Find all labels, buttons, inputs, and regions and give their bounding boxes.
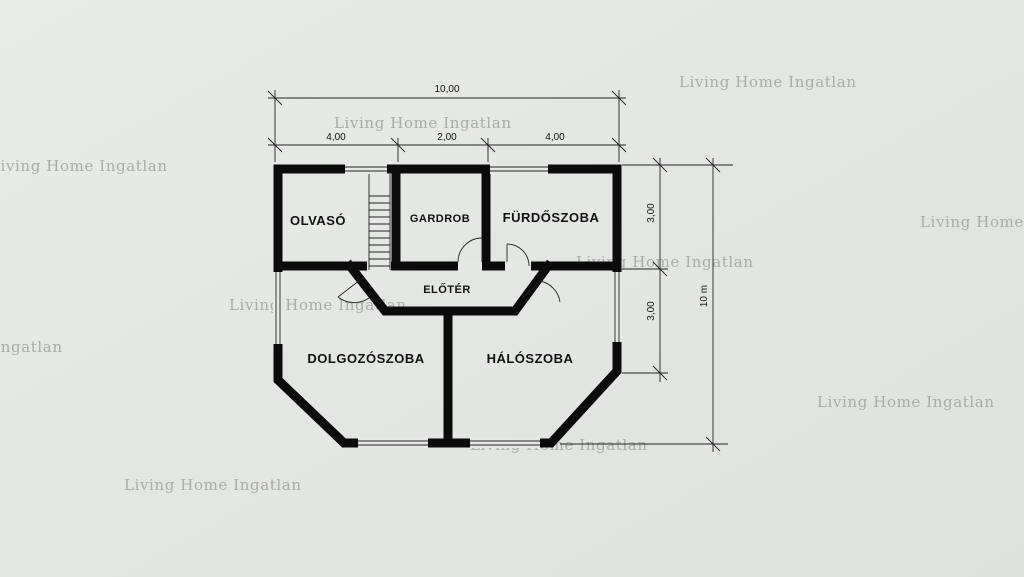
- right-dimensions: 3,00 3,00 10 m: [560, 157, 733, 452]
- label-haloszoba: HÁLÓSZOBA: [487, 351, 574, 366]
- dim-height-lower: 3,00: [646, 301, 657, 321]
- door-bedroom: [521, 280, 541, 299]
- dim-total-width: 10,00: [434, 84, 459, 95]
- watermark-1: Living Home Ingatlan: [679, 73, 857, 91]
- dim-segment-middle: 2,00: [437, 132, 457, 143]
- top-dimensions: 10,00 4,00 2,00 4,00: [267, 84, 627, 162]
- watermark-4: Living Home Ingatlan: [920, 213, 1024, 231]
- room-labels: OLVASÓ GARDROB FÜRDŐSZOBA ELŐTÉR DOLGOZÓ…: [290, 210, 599, 366]
- door-study: [337, 279, 361, 298]
- doors: [337, 237, 561, 304]
- label-furdoszoba: FÜRDŐSZOBA: [503, 210, 600, 225]
- staircase: [367, 174, 391, 271]
- watermark-7: Living Home Ingatlan: [0, 338, 63, 356]
- watermark-8: Living Home Ingatlan: [817, 393, 995, 411]
- dim-height-upper: 3,00: [646, 203, 657, 223]
- watermark-10: Living Home Ingatlan: [124, 476, 302, 494]
- label-eloter: ELŐTÉR: [423, 283, 471, 296]
- dim-segment-right: 4,00: [545, 132, 565, 143]
- dim-segment-left: 4,00: [326, 132, 346, 143]
- label-olvaso: OLVASÓ: [290, 213, 346, 228]
- watermark-2: Living Home Ingatlan: [334, 114, 512, 132]
- outer-wall: [273, 164, 622, 448]
- windows: [273, 164, 622, 448]
- walls: [273, 164, 622, 448]
- label-gardrob: GARDROB: [410, 213, 470, 225]
- watermark-3: Living Home Ingatlan: [0, 157, 168, 175]
- label-dolgozoszoba: DOLGOZÓSZOBA: [307, 351, 424, 366]
- dim-total-height: 10 m: [699, 285, 710, 307]
